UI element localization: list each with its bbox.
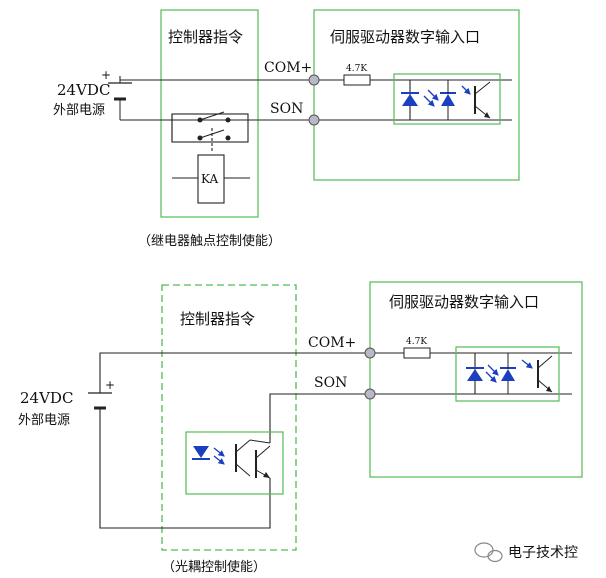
top-resistor-label: 4.7K (346, 64, 367, 74)
top-supply-voltage: 24VDC (57, 81, 110, 99)
top-plus-sign: + (101, 68, 111, 82)
top-com-label: COM+ (264, 60, 312, 76)
bottom-caption: （光耦控制使能） (162, 559, 266, 575)
top-resistor (343, 74, 371, 86)
optocoupler-diagram: 控制器指令 伺服驱动器数字输入口 + 24VDC 外部电源 COM+ SON 4… (18, 281, 583, 575)
relay-diagram: 控制器指令 伺服驱动器数字输入口 + 24VDC 外部电源 COM+ SON 4… (53, 9, 520, 249)
top-controller-title: 控制器指令 (168, 28, 243, 46)
bottom-controller-title: 控制器指令 (180, 310, 255, 328)
bottom-battery-symbol (88, 392, 112, 410)
wechat-icon (474, 542, 503, 563)
top-driver-box (313, 9, 520, 181)
top-son-terminal (308, 114, 320, 126)
bottom-resistor (403, 347, 431, 359)
bottom-com-terminal (364, 347, 376, 359)
bottom-driver-optocoupler (455, 346, 560, 402)
top-com-terminal (308, 74, 320, 86)
watermark: 电子技术控 (474, 542, 578, 563)
top-supply-name: 外部电源 (53, 103, 105, 118)
top-relay-label: KA (201, 172, 218, 186)
top-caption: （继电器触点控制使能） (138, 233, 281, 249)
bottom-driver-title: 伺服驱动器数字输入口 (389, 293, 539, 311)
bottom-supply-name: 外部电源 (18, 413, 70, 428)
watermark-text: 电子技术控 (508, 545, 578, 561)
bottom-son-label: SON (314, 375, 347, 391)
bottom-controller-optocoupler (185, 431, 284, 495)
top-relay-contact (171, 111, 249, 152)
bottom-com-label: COM+ (308, 335, 356, 351)
top-controller-box (160, 9, 259, 218)
top-driver-title: 伺服驱动器数字输入口 (330, 28, 480, 46)
top-relay-coil (172, 154, 250, 204)
top-optocoupler (393, 73, 501, 125)
top-son-label: SON (270, 101, 303, 117)
bottom-driver-box (369, 281, 583, 478)
bottom-controller-box (161, 284, 297, 551)
top-battery-symbol (108, 76, 132, 120)
bottom-son-terminal (364, 388, 376, 400)
bottom-resistor-label: 4.7K (406, 337, 427, 347)
bottom-plus-sign: + (105, 378, 115, 392)
bottom-wires (99, 352, 572, 529)
bottom-supply-voltage: 24VDC (20, 389, 73, 407)
